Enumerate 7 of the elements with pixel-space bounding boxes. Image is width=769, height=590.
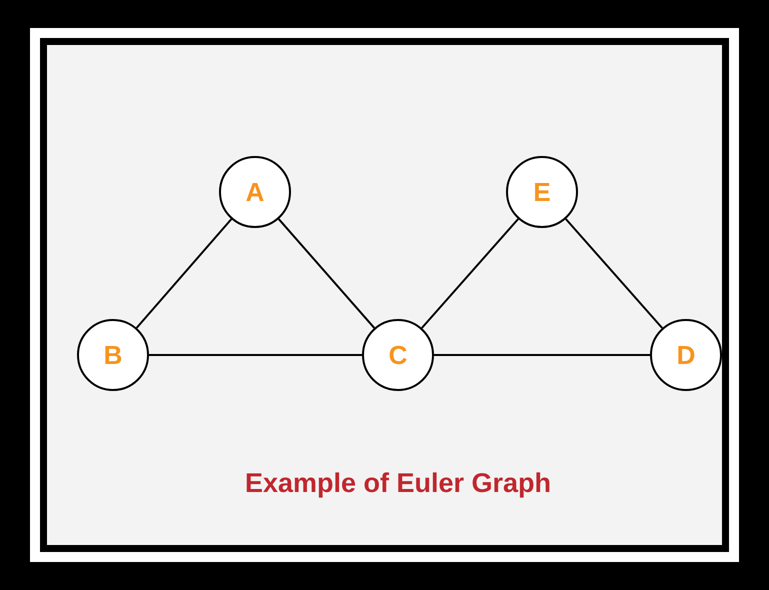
edge-line xyxy=(565,218,663,329)
caption: Example of Euler Graph xyxy=(246,472,550,498)
edge-line xyxy=(434,354,650,356)
edge-line xyxy=(278,218,376,329)
edge-line xyxy=(421,218,519,329)
edge-line xyxy=(136,218,232,329)
edge-line xyxy=(149,354,362,356)
